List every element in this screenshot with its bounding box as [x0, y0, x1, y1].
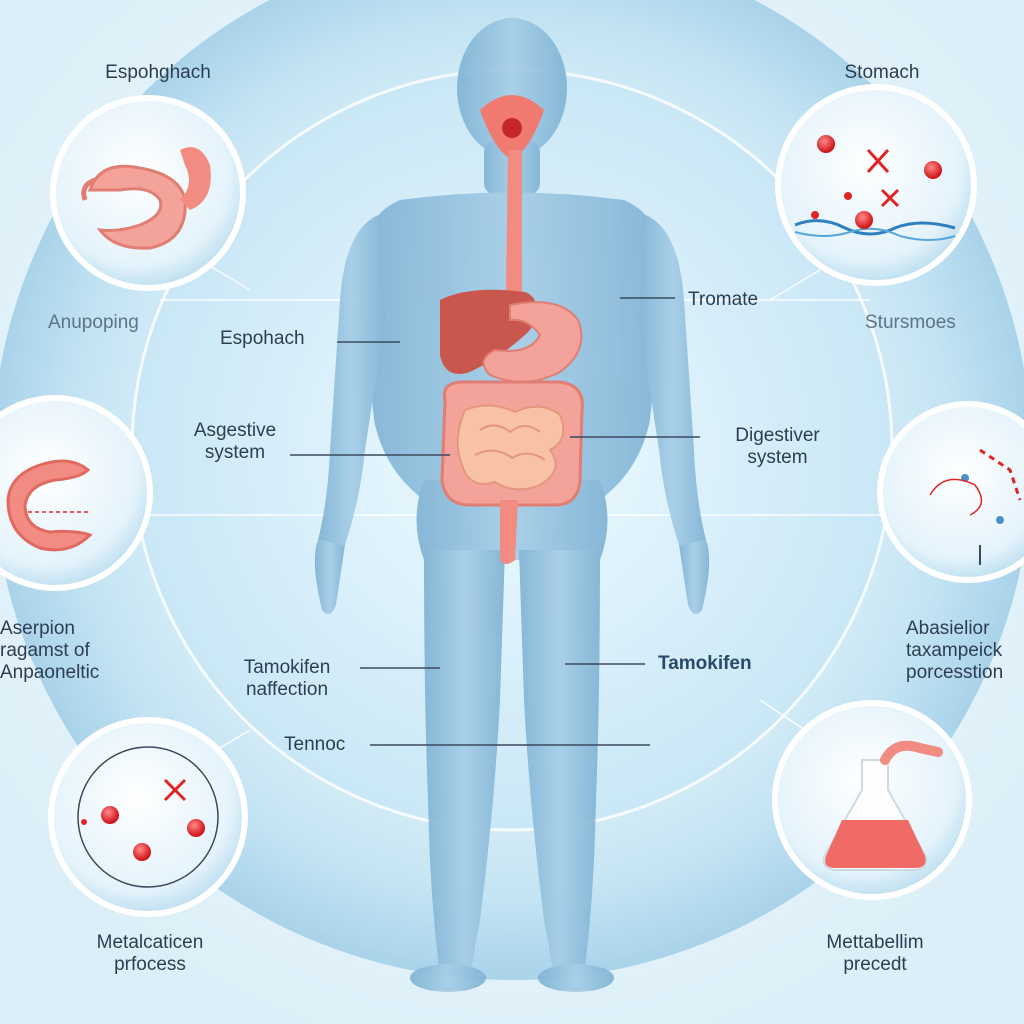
esophagus-tube: [506, 150, 522, 312]
label-right-outer: Stursmoes: [865, 312, 956, 333]
absorption-icon: [929, 448, 1022, 565]
label-left-outer: Anupoping: [48, 312, 139, 333]
label-body-right-lower: Tamokifen: [658, 653, 752, 674]
label-body-left-lower: Tamokifen naffection: [243, 657, 331, 700]
intestine-bubble: [0, 395, 153, 591]
label-body-left-bottom: Tennoc: [284, 734, 346, 755]
stomach-molecules-icon: [794, 135, 956, 241]
stomach-icon: [482, 301, 583, 383]
label-top-left-circle: Espohghach: [105, 62, 211, 83]
stomach-bubble: [775, 84, 977, 286]
label-left-side-block: Aserpion ragamst of Anpaoneltic: [0, 618, 100, 683]
metabolism-bubble: [48, 717, 248, 917]
label-bottom-right-circle: Mettabellim precedt: [826, 932, 924, 975]
label-bottom-left-circle: Metalcaticen prfocess: [96, 932, 204, 975]
metabolism-molecules-icon: [77, 746, 219, 888]
label-body-right-upper: Tromate: [688, 289, 759, 310]
label-body-left-middle: Asgestive system: [193, 420, 277, 463]
absorption-bubble: [877, 401, 1024, 583]
label-top-right-circle: Stomach: [844, 62, 920, 83]
label-body-left-upper: Espohach: [220, 328, 305, 349]
intestine-icon: [440, 380, 584, 564]
label-right-side-block: Abasielior taxampeick porcesstion: [906, 618, 1004, 683]
flask-icon: [822, 740, 943, 871]
esophagus-icon: [81, 147, 211, 250]
esophagus-bubble: [50, 95, 246, 291]
flask-bubble: [772, 700, 972, 900]
label-body-right-middle: Digestiver system: [735, 425, 820, 468]
